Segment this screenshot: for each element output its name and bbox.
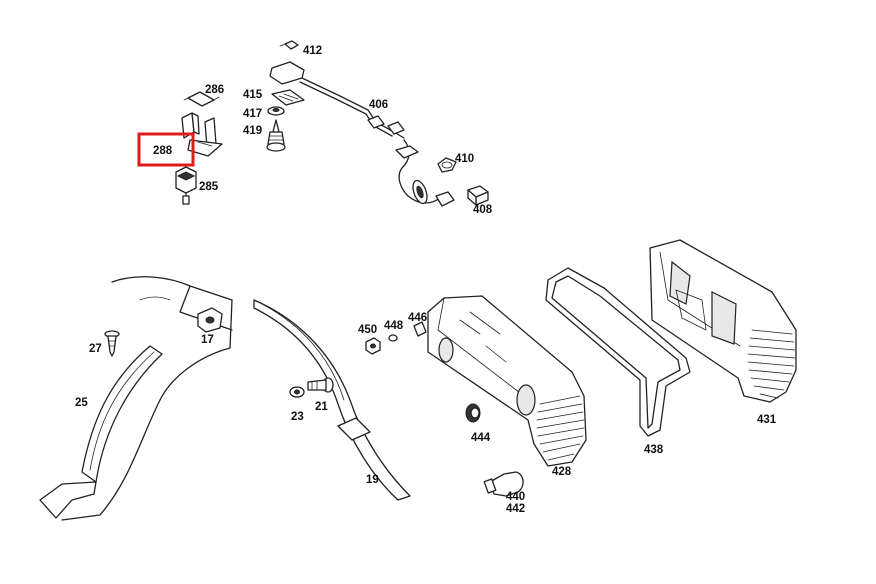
label-19: 19 — [366, 474, 379, 486]
label-428: 428 — [552, 466, 572, 478]
label-442: 442 — [506, 503, 525, 515]
bulb-440-442 — [483, 471, 524, 497]
label-415: 415 — [243, 89, 263, 101]
label-448: 448 — [384, 320, 404, 332]
screw-419 — [266, 119, 286, 152]
screw-21 — [307, 377, 334, 393]
label-444: 444 — [471, 432, 491, 444]
label-23: 23 — [291, 411, 304, 423]
side-panel-19 — [253, 299, 411, 501]
label-410: 410 — [455, 153, 474, 165]
label-17: 17 — [201, 334, 214, 346]
label-412: 412 — [303, 45, 322, 57]
nut-450 — [365, 337, 381, 355]
socket-285 — [175, 166, 197, 205]
lens-ribs-431 — [747, 329, 796, 399]
label-286: 286 — [205, 84, 224, 96]
bulb-412 — [279, 40, 299, 50]
label-431: 431 — [757, 414, 777, 426]
washer-23 — [289, 386, 305, 398]
label-450: 450 — [358, 324, 377, 336]
label-417: 417 — [243, 108, 262, 120]
grommet-444 — [465, 403, 481, 423]
lamp-unit-431 — [649, 239, 797, 403]
gasket-438 — [545, 267, 691, 437]
label-419: 419 — [243, 125, 262, 137]
wheel-arch-trim-25 — [39, 345, 163, 519]
label-288: 288 — [153, 145, 173, 157]
label-446: 446 — [408, 312, 427, 324]
label-440: 440 — [506, 491, 525, 503]
clip-446 — [413, 321, 427, 337]
clip-17 — [197, 307, 223, 333]
wiring-harness-406 — [269, 61, 455, 207]
connector-408 — [467, 185, 489, 206]
grommet-410 — [437, 157, 457, 173]
washer-448 — [388, 334, 398, 342]
washer-417 — [267, 106, 285, 116]
label-438: 438 — [644, 444, 664, 456]
highlight-box — [137, 132, 195, 167]
bracket-415 — [271, 89, 305, 106]
label-27: 27 — [89, 343, 102, 355]
lens-ribs-428 — [536, 395, 585, 461]
screw-27 — [104, 330, 120, 357]
bulb-286 — [183, 91, 220, 107]
label-21: 21 — [315, 401, 328, 413]
label-285: 285 — [199, 181, 219, 193]
label-25: 25 — [75, 397, 88, 409]
label-408: 408 — [473, 204, 493, 216]
tail-lamp-housing-428 — [427, 295, 587, 467]
label-406: 406 — [369, 99, 388, 111]
lamp-holder-288 — [181, 112, 223, 157]
